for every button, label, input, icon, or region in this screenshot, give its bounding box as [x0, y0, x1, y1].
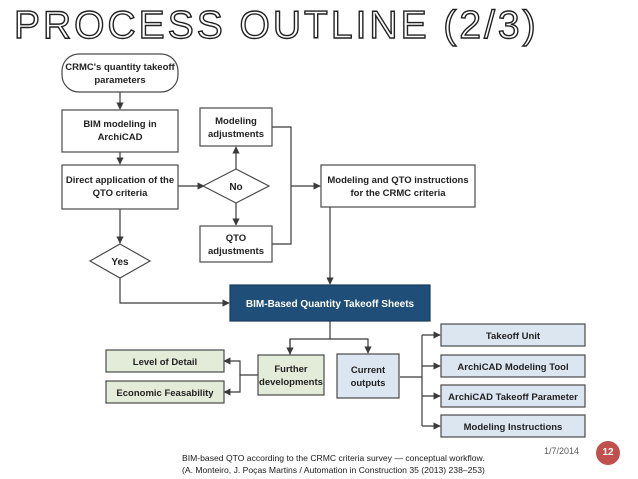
node-direct-application: Direct application of the QTO criteria	[61, 164, 179, 210]
edge-further-to-econ	[223, 375, 241, 396]
node-bim-modeling-line1: BIM modeling in	[83, 119, 157, 130]
node-direct-application-line1: Direct application of the	[66, 175, 174, 186]
slide-date: 1/7/2014	[544, 446, 580, 456]
node-crmc-params-line2: parameters	[94, 75, 145, 86]
caption-line-1: BIM-based QTO according to the CRMC crit…	[182, 453, 485, 463]
node-crmc-params-line1: CRMC's quantity takeoff	[65, 62, 175, 73]
node-current-outputs: Current outputs	[336, 353, 400, 399]
node-level-of-detail: Level of Detail	[105, 349, 225, 373]
node-decision-no-label: No	[229, 182, 242, 193]
node-modeling-adjustments-line1: Modeling	[215, 116, 257, 127]
node-decision-no: No	[201, 168, 271, 204]
node-takeoff-sheets: BIM-Based Quantity Takeoff Sheets	[229, 284, 431, 322]
node-bim-modeling: BIM modeling in ArchiCAD	[61, 109, 179, 153]
figure-caption: BIM-based QTO according to the CRMC crit…	[182, 452, 485, 476]
node-archicad-takeoff-parameter-label: ArchiCAD Takeoff Parameter	[448, 392, 578, 403]
node-further-developments: Further developments	[257, 354, 325, 396]
node-modeling-adjustments: Modeling adjustments	[199, 107, 273, 147]
edge-yes-to-sheets	[119, 278, 230, 307]
node-qto-adjustments-line1: QTO	[226, 233, 246, 244]
node-further-developments-line2: developments	[259, 377, 323, 388]
node-modeling-qto-instructions-line1: Modeling and QTO instructions	[327, 175, 468, 186]
node-further-developments-line1: Further	[274, 364, 308, 375]
node-takeoff-unit-label: Takeoff Unit	[486, 331, 541, 342]
node-modeling-instructions-label: Modeling Instructions	[464, 422, 563, 433]
edge-sheets-split-right	[330, 338, 372, 354]
caption-line-2: (A. Monteiro, J. Poças Martins / Automat…	[182, 465, 485, 475]
node-direct-application-line2: QTO criteria	[93, 188, 148, 199]
node-decision-yes-label: Yes	[111, 257, 129, 268]
edge-sheets-split	[289, 321, 331, 355]
node-qto-adjustments: QTO adjustments	[199, 225, 273, 263]
page-title: PROCESS OUTLINE (2/3)	[13, 3, 539, 47]
node-takeoff-unit: Takeoff Unit	[440, 323, 586, 347]
node-economic-feasability: Economic Feasability	[105, 380, 225, 404]
node-current-outputs-line2: outputs	[351, 378, 386, 389]
node-decision-yes: Yes	[88, 243, 152, 279]
node-bim-modeling-line2: ArchiCAD	[98, 132, 143, 143]
node-current-outputs-line1: Current	[351, 365, 386, 376]
node-crmc-params: CRMC's quantity takeoff parameters	[61, 53, 179, 93]
edge-modeling-adj-loop	[272, 126, 292, 186]
node-archicad-takeoff-parameter: ArchiCAD Takeoff Parameter	[440, 384, 586, 408]
edge-qto-adj-loop	[272, 186, 292, 245]
connectors	[116, 92, 441, 430]
node-modeling-qto-instructions-line2: for the CRMC criteria	[350, 188, 446, 199]
node-archicad-modeling-tool-label: ArchiCAD Modeling Tool	[457, 362, 568, 373]
node-modeling-adjustments-line2: adjustments	[208, 129, 264, 140]
node-level-of-detail-label: Level of Detail	[133, 357, 197, 368]
edge-further-to-lod	[223, 357, 258, 376]
node-qto-adjustments-line2: adjustments	[208, 246, 264, 257]
node-takeoff-sheets-label: BIM-Based Quantity Takeoff Sheets	[246, 299, 415, 310]
node-modeling-instructions: Modeling Instructions	[440, 414, 586, 438]
page-number-badge: 12	[596, 441, 620, 465]
node-archicad-modeling-tool: ArchiCAD Modeling Tool	[440, 354, 586, 378]
node-economic-feasability-label: Economic Feasability	[116, 388, 214, 399]
node-modeling-qto-instructions: Modeling and QTO instructions for the CR…	[320, 164, 476, 208]
